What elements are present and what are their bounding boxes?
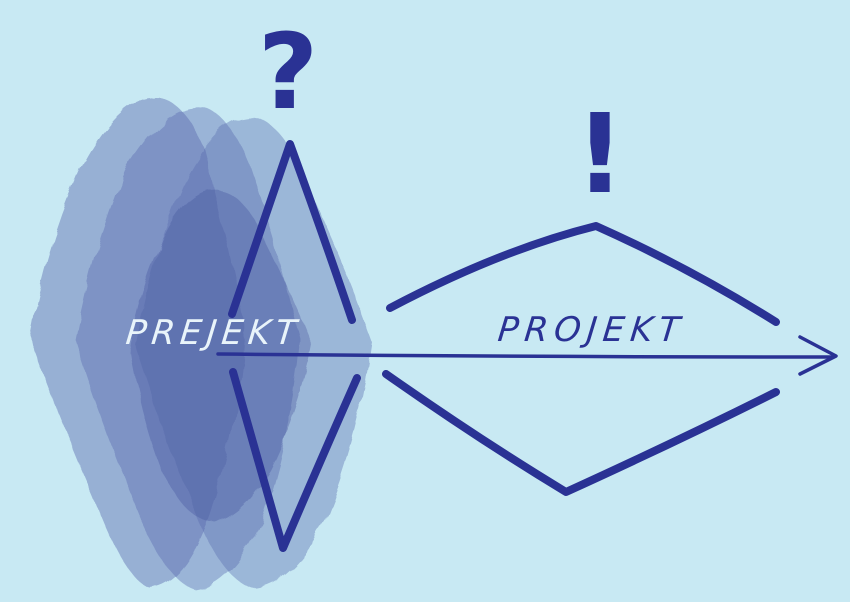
watercolor-blob-core — [130, 189, 312, 523]
question-mark-icon: ? — [258, 11, 318, 133]
arrow-shaft — [216, 352, 834, 359]
small-diamond-upper — [228, 140, 356, 324]
exclamation-mark-icon: ! — [575, 90, 625, 218]
large-diamond-lower — [382, 370, 780, 496]
arrow-head-icon — [798, 335, 838, 376]
small-diamond-lower — [229, 368, 361, 552]
large-diamond — [382, 222, 780, 496]
watercolor-blob-stack — [30, 97, 372, 590]
projekt-label: PROJEKT — [495, 310, 688, 350]
arrow — [216, 335, 838, 376]
small-diamond — [228, 140, 361, 552]
large-diamond-upper — [386, 222, 780, 326]
prejekt-label: PREJEKT — [123, 313, 304, 353]
